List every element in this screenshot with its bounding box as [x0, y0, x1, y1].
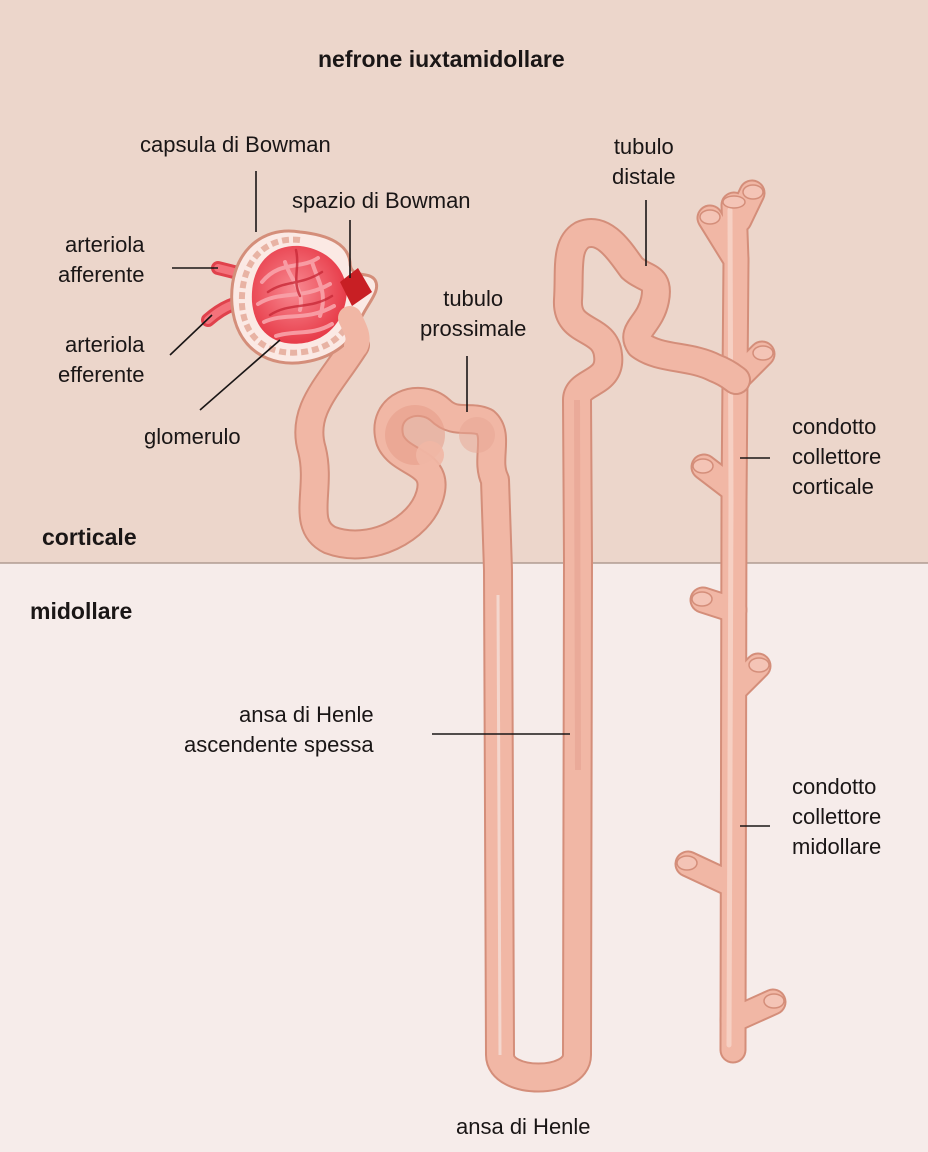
label-proximal-line-1: tubulo [420, 284, 526, 314]
label-cortical-duct-line-2: collettore [792, 442, 881, 472]
label-distal-line-1: tubulo [612, 132, 676, 162]
label-cortical-duct-line-3: corticale [792, 472, 881, 502]
label-thick-limb-line-2: ascendente spessa [184, 730, 374, 760]
label-proximal-line-2: prossimale [420, 314, 526, 344]
label-medullary-duct-line-3: midollare [792, 832, 881, 862]
label-medullary-collecting-duct: condotto collettore midollare [792, 772, 881, 862]
label-bowman-space: spazio di Bowman [292, 186, 471, 216]
label-efferent-arteriole: arteriola efferente [58, 330, 144, 390]
label-proximal-tubule: tubulo prossimale [420, 284, 526, 344]
label-afferent-arteriole: arteriola afferente [58, 230, 144, 290]
label-cortical-collecting-duct: condotto collettore corticale [792, 412, 881, 502]
label-afferent-line-2: afferente [58, 260, 144, 290]
label-bowman-capsule: capsula di Bowman [140, 130, 331, 160]
diagram-title: nefrone iuxtamidollare [318, 44, 565, 74]
medulla-region [0, 563, 928, 1152]
label-loop-of-henle: ansa di Henle [456, 1112, 591, 1142]
label-medullary-duct-line-1: condotto [792, 772, 881, 802]
label-distal-line-2: distale [612, 162, 676, 192]
label-efferent-line-2: efferente [58, 360, 144, 390]
label-afferent-line-1: arteriola [58, 230, 144, 260]
zone-label-cortex: corticale [42, 522, 137, 552]
label-thick-limb-line-1: ansa di Henle [184, 700, 374, 730]
label-glomerulus: glomerulo [144, 422, 241, 452]
label-cortical-duct-line-1: condotto [792, 412, 881, 442]
label-medullary-duct-line-2: collettore [792, 802, 881, 832]
label-efferent-line-1: arteriola [58, 330, 144, 360]
zone-label-medulla: midollare [30, 596, 132, 626]
label-thick-ascending-limb: ansa di Henle ascendente spessa [184, 700, 374, 760]
label-distal-tubule: tubulo distale [612, 132, 676, 192]
